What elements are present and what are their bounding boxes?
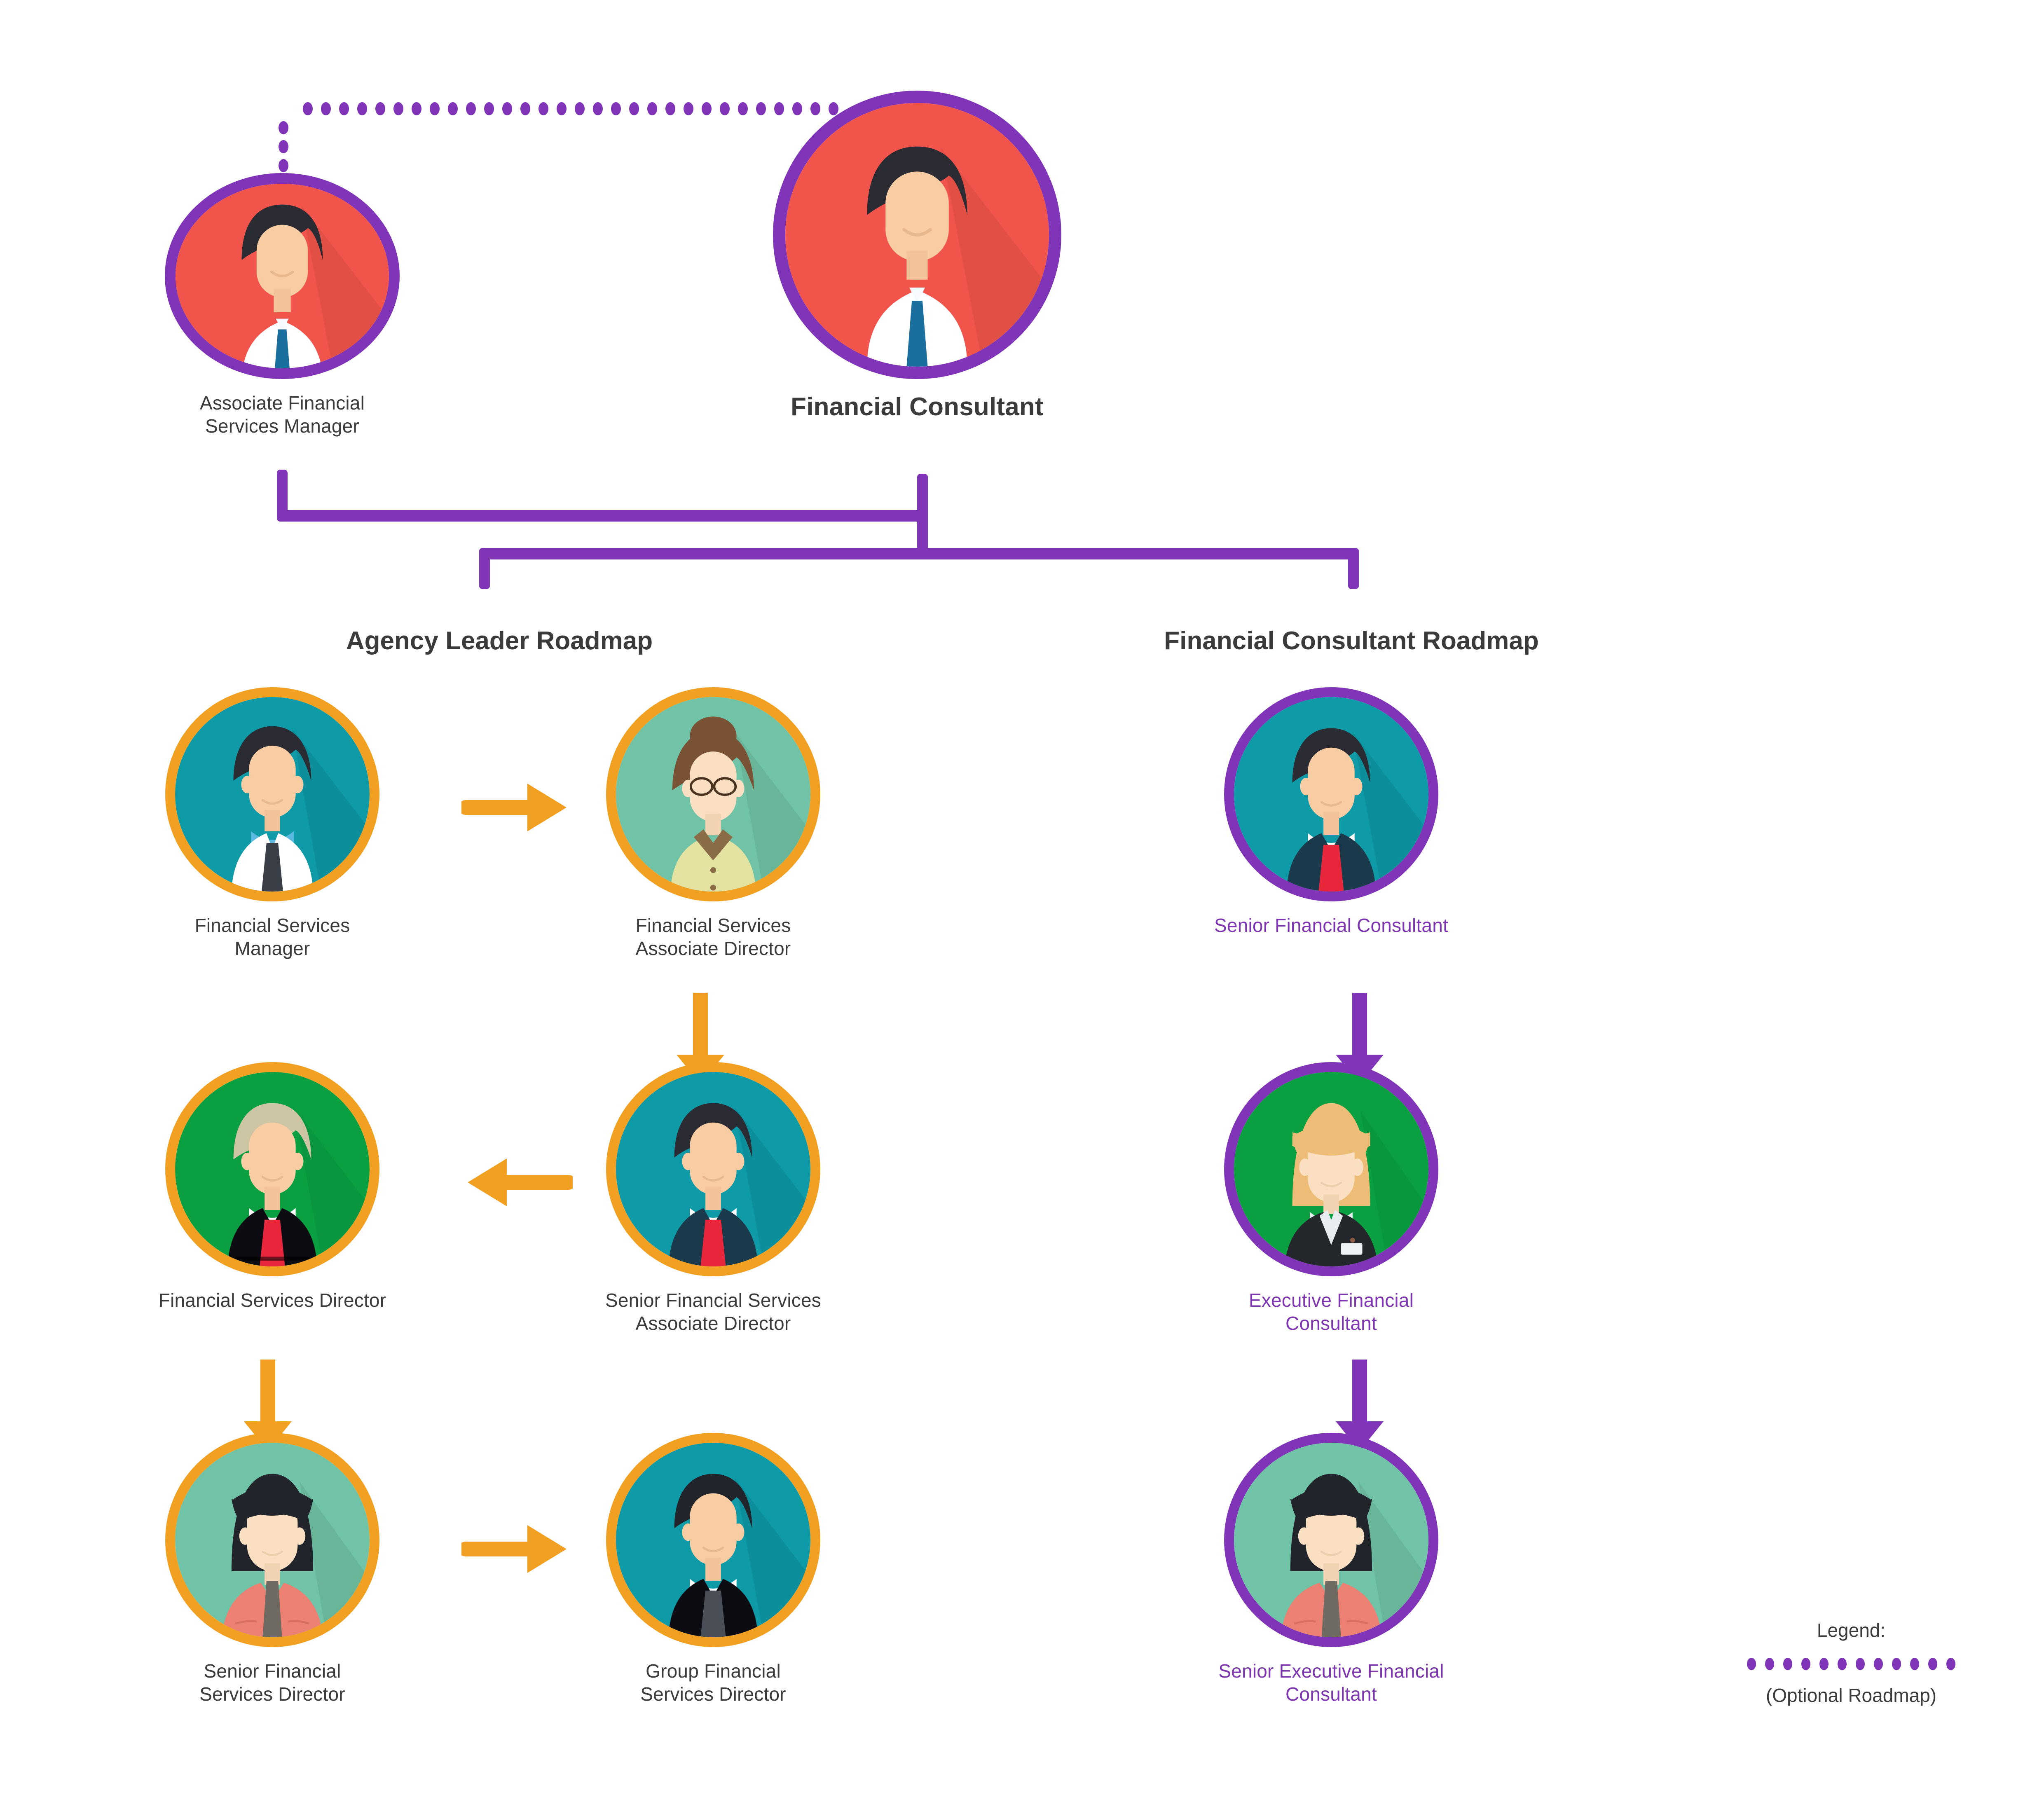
node-senior-financial-consultant[interactable]: Senior Financial Consultant — [1214, 687, 1449, 937]
label-group-financial-services-director: Group Financial Services Director — [640, 1660, 786, 1705]
optional-roadmap-dot — [829, 102, 838, 115]
arrow-down-associate-director-to-senior-associate-director — [677, 993, 724, 1084]
connector-split-bar — [479, 548, 1359, 559]
optional-roadmap-dot — [339, 102, 349, 115]
node-senior-financial-services-director[interactable]: Senior Financial Services Director — [155, 1433, 390, 1706]
node-associate-financial-services-manager[interactable]: Associate Financial Services Manager — [165, 173, 400, 438]
legend-dot — [1819, 1658, 1829, 1670]
label-financial-services-director: Financial Services Director — [158, 1289, 386, 1311]
node-financial-services-associate-director[interactable]: Financial Services Associate Director — [596, 687, 831, 960]
optional-roadmap-dot — [375, 102, 385, 115]
legend-dot — [1856, 1658, 1865, 1670]
optional-roadmap-dot — [611, 102, 621, 115]
node-executive-financial-consultant[interactable]: Executive Financial Consultant — [1214, 1062, 1449, 1335]
legend-dot — [1946, 1658, 1955, 1670]
arrow-right-senior-director-to-group-director — [461, 1525, 567, 1573]
optional-roadmap-dot — [321, 102, 331, 115]
optional-roadmap-dot — [466, 102, 476, 115]
avatar-financial-consultant — [773, 91, 1061, 379]
legend-dot — [1801, 1658, 1810, 1670]
optional-roadmap-dot — [279, 121, 288, 134]
avatar-senior-executive-financial-consultant — [1224, 1433, 1438, 1647]
optional-roadmap-dot — [738, 102, 748, 115]
optional-roadmap-dot — [684, 102, 693, 115]
optional-roadmap-dot — [665, 102, 675, 115]
legend-dot — [1783, 1658, 1792, 1670]
legend-dot — [1874, 1658, 1883, 1670]
optional-roadmap-dot — [720, 102, 730, 115]
connector-join-to-split — [917, 510, 928, 551]
optional-roadmap-dot — [448, 102, 458, 115]
legend-dot — [1892, 1658, 1901, 1670]
optional-roadmap-dot — [430, 102, 440, 115]
avatar-associate-financial-services-manager — [165, 173, 400, 379]
node-financial-services-director[interactable]: Financial Services Director — [155, 1062, 390, 1312]
optional-roadmap-dot — [502, 102, 512, 115]
label-financial-consultant: Financial Consultant — [791, 393, 1044, 421]
optional-roadmap-dot — [774, 102, 784, 115]
label-senior-financial-consultant: Senior Financial Consultant — [1214, 915, 1448, 936]
label-senior-financial-services-associate-director: Senior Financial Services Associate Dire… — [605, 1289, 821, 1334]
label-financial-services-associate-director: Financial Services Associate Director — [635, 915, 791, 959]
avatar-financial-services-director — [165, 1062, 379, 1276]
optional-roadmap-dot — [647, 102, 657, 115]
label-senior-financial-services-director: Senior Financial Services Director — [199, 1660, 345, 1705]
avatar-financial-services-manager — [165, 687, 379, 901]
optional-roadmap-dot — [393, 102, 403, 115]
arrow-down-director-to-senior-director — [244, 1360, 292, 1451]
legend-dot — [1765, 1658, 1774, 1670]
node-senior-financial-services-associate-director[interactable]: Senior Financial Services Associate Dire… — [596, 1062, 831, 1335]
legend-caption: (Optional Roadmap) — [1765, 1685, 1937, 1706]
node-financial-consultant[interactable]: Financial Consultant — [765, 91, 1070, 423]
section-title-financial-consultant-roadmap: Financial Consultant Roadmap — [1164, 627, 1539, 655]
legend-dot — [1928, 1658, 1937, 1670]
optional-roadmap-dot — [756, 102, 766, 115]
avatar-executive-financial-consultant — [1224, 1062, 1438, 1276]
legend-dot — [1747, 1658, 1756, 1670]
node-financial-services-manager[interactable]: Financial Services Manager — [155, 687, 390, 960]
connector-drop-left-column — [479, 548, 490, 589]
legend-dotted-line-swatch — [1747, 1658, 1955, 1670]
optional-roadmap-dot — [810, 102, 820, 115]
legend-title: Legend: — [1817, 1619, 1886, 1641]
label-financial-services-manager: Financial Services Manager — [194, 915, 350, 959]
avatar-group-financial-services-director — [606, 1433, 820, 1647]
optional-roadmap-dot — [575, 102, 585, 115]
avatar-senior-financial-services-director — [165, 1433, 379, 1647]
label-associate-financial-services-manager: Associate Financial Services Manager — [199, 392, 365, 437]
optional-roadmap-dot — [520, 102, 530, 115]
connector-top-join-bar — [277, 510, 928, 522]
label-senior-executive-financial-consultant: Senior Executive Financial Consultant — [1218, 1660, 1444, 1705]
arrow-right-manager-to-associate-director — [461, 784, 567, 831]
legend: Legend: (Optional Roadmap) — [1747, 1619, 1955, 1706]
optional-roadmap-dot — [792, 102, 802, 115]
node-group-financial-services-director[interactable]: Group Financial Services Director — [596, 1433, 831, 1706]
avatar-senior-financial-services-associate-director — [606, 1062, 820, 1276]
node-senior-executive-financial-consultant[interactable]: Senior Executive Financial Consultant — [1214, 1433, 1449, 1706]
connector-drop-right-column — [1348, 548, 1359, 589]
section-title-agency-leader-roadmap: Agency Leader Roadmap — [346, 627, 653, 655]
optional-roadmap-dot — [357, 102, 367, 115]
optional-roadmap-dot — [593, 102, 603, 115]
arrow-down-senior-to-executive-consultant — [1336, 993, 1384, 1084]
avatar-senior-financial-consultant — [1224, 687, 1438, 901]
optional-roadmap-dot — [279, 140, 288, 153]
legend-dot — [1838, 1658, 1847, 1670]
optional-roadmap-dot — [484, 102, 494, 115]
label-executive-financial-consultant: Executive Financial Consultant — [1248, 1289, 1414, 1334]
optional-roadmap-dot — [303, 102, 313, 115]
legend-dot — [1910, 1658, 1919, 1670]
optional-roadmap-dot — [279, 159, 288, 172]
optional-roadmap-dot — [702, 102, 712, 115]
optional-roadmap-dot — [539, 102, 548, 115]
arrow-down-executive-to-senior-executive-consultant — [1336, 1360, 1384, 1451]
optional-roadmap-dot — [557, 102, 567, 115]
optional-roadmap-dot — [629, 102, 639, 115]
arrow-left-senior-associate-director-to-director — [468, 1158, 573, 1206]
avatar-financial-services-associate-director — [606, 687, 820, 901]
optional-roadmap-dot — [412, 102, 421, 115]
